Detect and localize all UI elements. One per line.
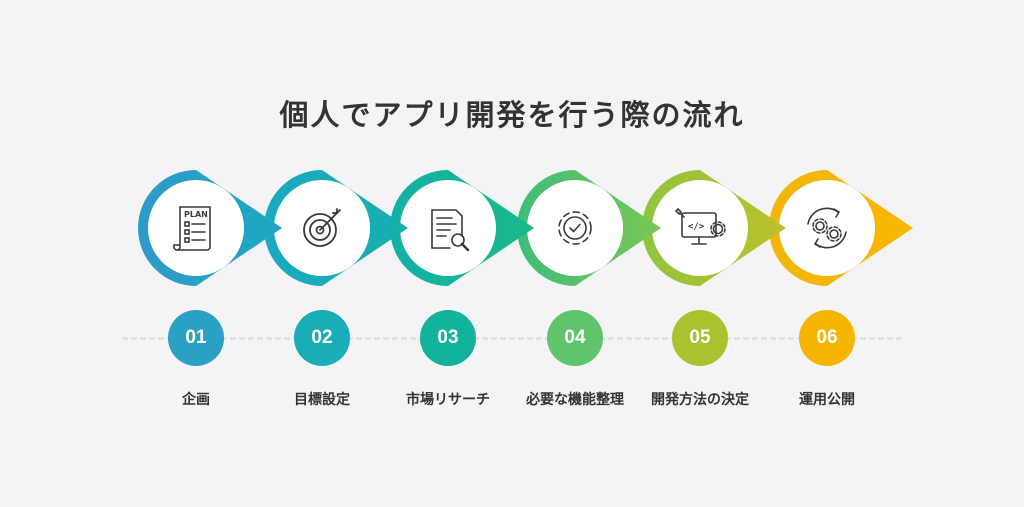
step-label-3: 市場リサーチ <box>406 392 490 408</box>
code-monitor-icon: </> <box>674 207 726 245</box>
plan-label: PLAN <box>184 210 208 219</box>
step-label-1: 企画 <box>182 392 210 408</box>
code-symbol: </> <box>688 222 705 232</box>
document-search-icon <box>431 209 470 252</box>
page-title: 個人でアプリ開発を行う際の流れ <box>279 98 745 132</box>
step-label-6: 運用公開 <box>799 392 855 408</box>
step-number-3: 03 <box>420 310 476 366</box>
gears-cycle-icon <box>807 207 847 249</box>
timeline-dashed-line <box>122 337 902 340</box>
step-number-5: 05 <box>672 310 728 366</box>
step-number-6: 06 <box>799 310 855 366</box>
gear-check-icon <box>558 211 592 245</box>
step-number-4: 04 <box>547 310 603 366</box>
step-number-1: 01 <box>168 310 224 366</box>
step-label-2: 目標設定 <box>294 392 350 408</box>
step-number-2: 02 <box>294 310 350 366</box>
target-icon <box>303 208 341 247</box>
plan-checklist-icon: PLAN <box>173 206 211 251</box>
step-shape-6 <box>769 170 913 286</box>
step-label-5: 開発方法の決定 <box>651 392 749 408</box>
step-label-4: 必要な機能整理 <box>526 392 624 408</box>
step-shape-4 <box>517 170 661 286</box>
